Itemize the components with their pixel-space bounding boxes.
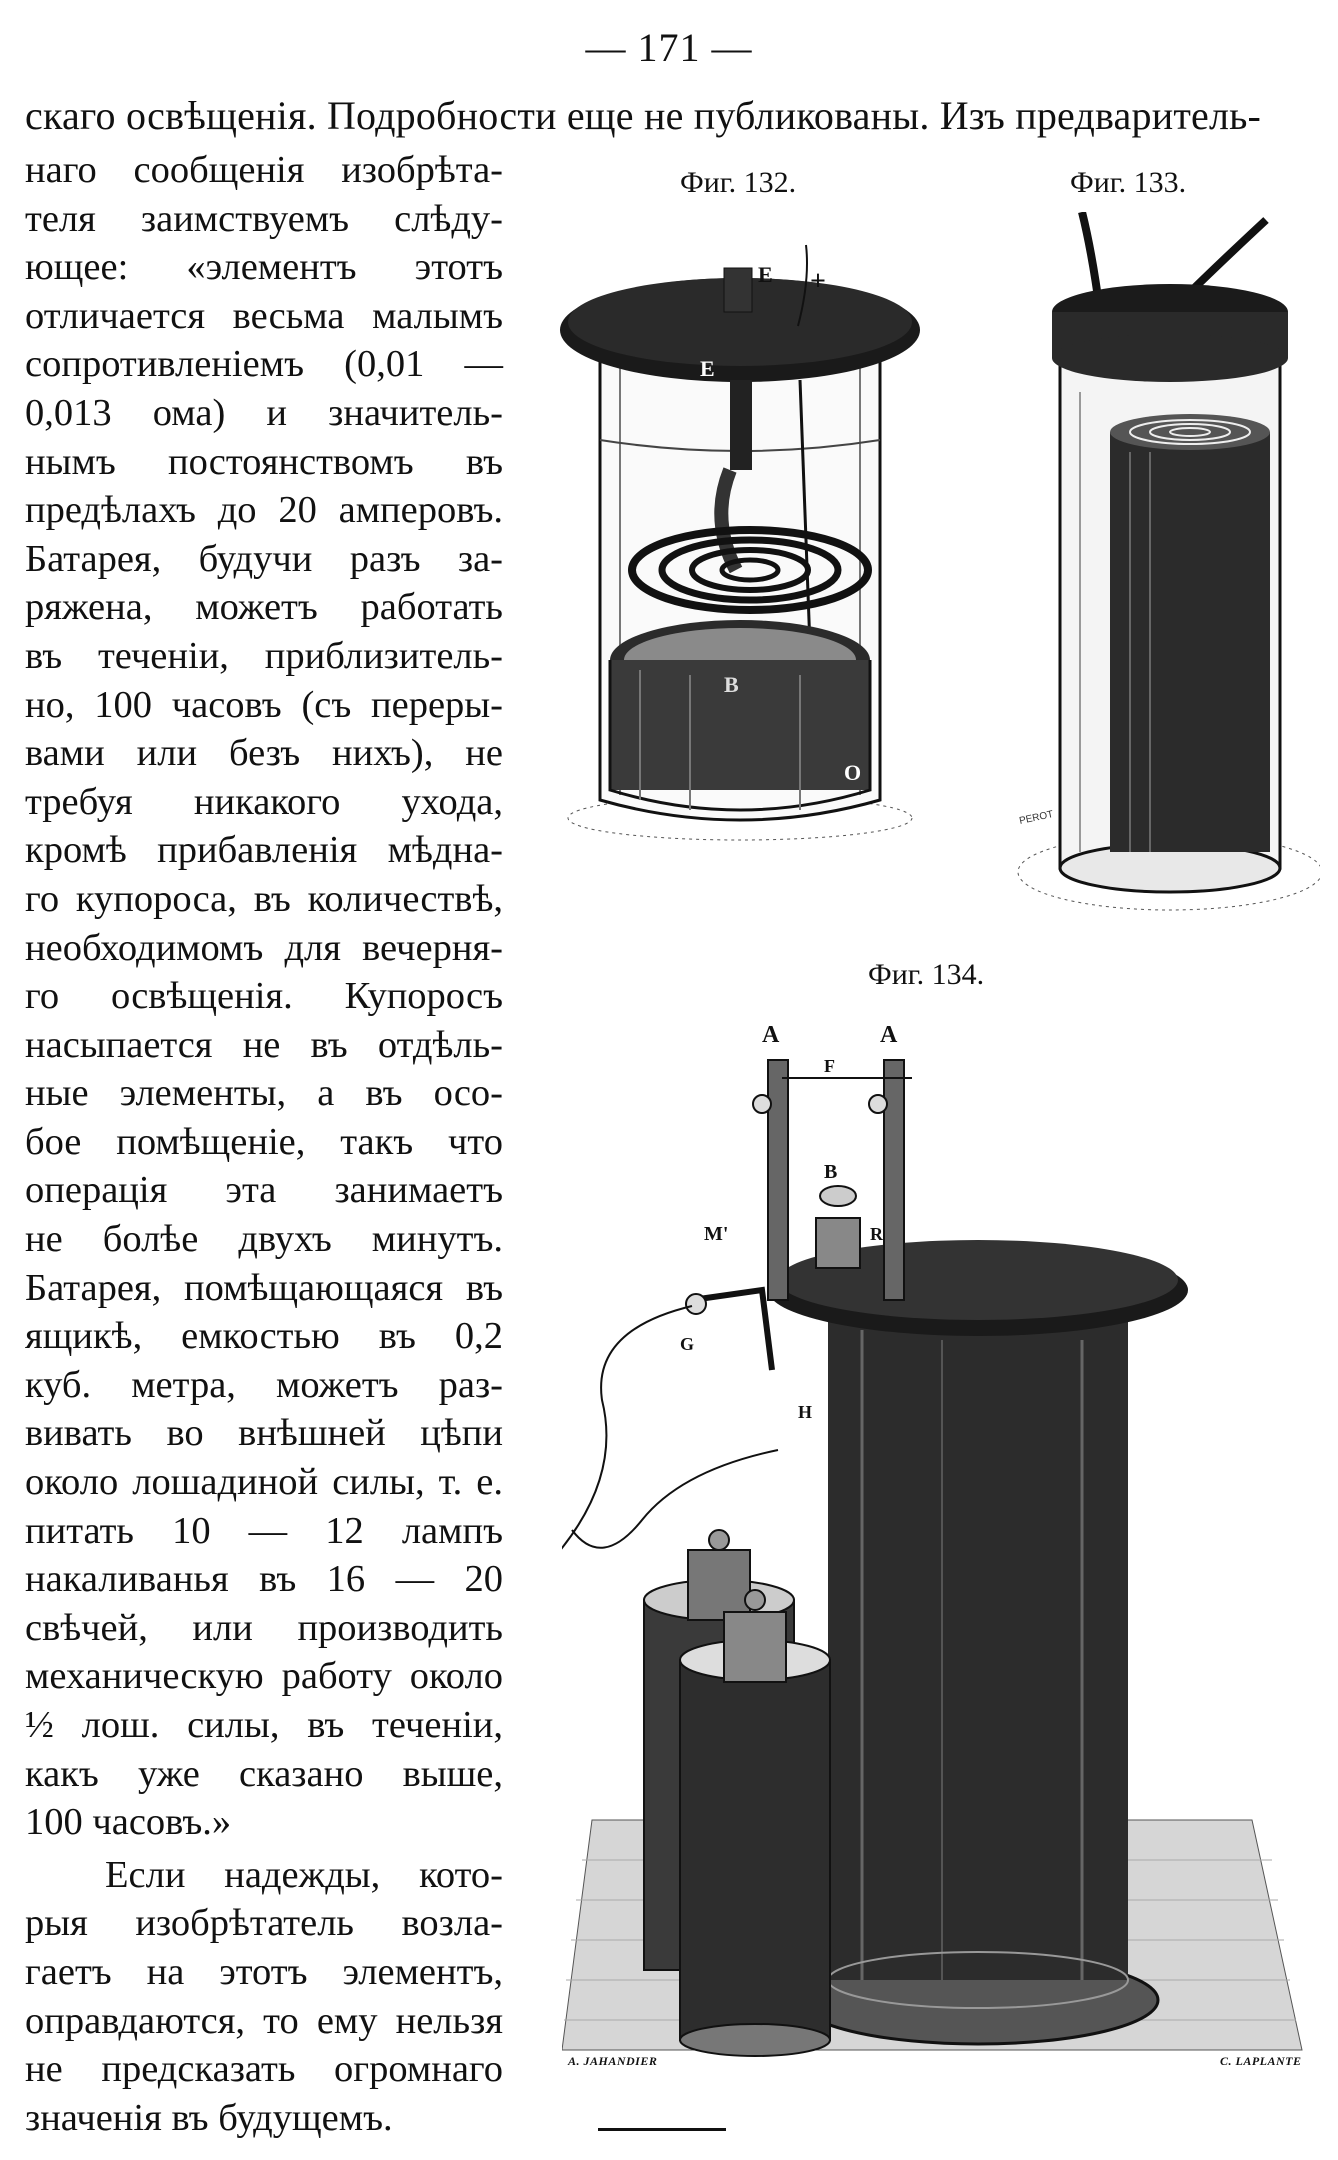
fig134-label-a-left: A [762, 1022, 780, 1048]
body-line: ющее: «элементъ этотъ [25, 246, 503, 289]
body-line: около лошадиной силы, т. е. [25, 1461, 503, 1504]
body-line: кромѣ прибавленія мѣдна- [25, 829, 503, 872]
body-line: вивать во внѣшней цѣпи [25, 1412, 503, 1455]
fig134-label-h: H [798, 1402, 812, 1422]
body-text-column: наго сообщенія изобрѣта-теля заимствуемъ… [25, 146, 503, 2142]
fig132-label-o: O [844, 760, 861, 785]
fig134-label-f: F [824, 1056, 835, 1076]
body-line: но, 100 часовъ (съ переры- [25, 683, 503, 726]
fig134-label-g: G [680, 1334, 694, 1354]
fig132-label-plus: + [810, 266, 826, 297]
body-line: ряжена, можетъ работать [25, 586, 503, 629]
body-line: бое помѣщеніе, такъ что [25, 1120, 503, 1163]
body-line: ные элементы, а въ осо- [25, 1072, 503, 1115]
paragraph2-line: Если надежды, кото- [105, 1853, 503, 1896]
body-line: въ теченіи, приблизитель- [25, 634, 503, 677]
fig134-label-m: M' [704, 1223, 728, 1245]
fig133-illustration: PEROT [1017, 212, 1320, 911]
paragraph2-line: не предсказать огромнаго [25, 2048, 503, 2091]
bottom-divider [598, 2128, 726, 2131]
body-line: го освѣщенія. Купоросъ [25, 975, 503, 1018]
body-line: Батарея, будучи разъ за- [25, 537, 503, 580]
body-line: куб. метра, можетъ раз- [25, 1363, 503, 1406]
fig134-illustration: A A F B R M' G H [562, 1022, 1303, 2057]
body-line: операція эта занимаетъ [25, 1169, 503, 1212]
paragraph2-line: оправдаются, то ему нельзя [25, 1999, 503, 2042]
body-line: накаливанья въ 16 — 20 [25, 1558, 503, 1601]
body-line: сопротивленіемъ (0,01 — [25, 343, 503, 386]
paragraph2-line: гаетъ на этотъ элементъ, [25, 1950, 503, 1993]
fig132-illustration: E E + B O [560, 244, 920, 841]
fig132-label-e-top: E [758, 262, 773, 287]
body-line: вами или безъ нихъ), не [25, 732, 503, 775]
body-line: Батарея, помѣщающаяся въ [25, 1266, 503, 1309]
body-line: отличается весьма малымъ [25, 294, 503, 337]
body-line: ½ лош. силы, въ теченіи, [25, 1704, 503, 1746]
body-line: питать 10 — 12 лампъ [25, 1509, 503, 1552]
fig134-caption: Фиг. 134. [868, 958, 985, 991]
fig134-signature-artist: C. LAPLANTE [1220, 2054, 1302, 2068]
fig134-label-a-right: A [880, 1022, 898, 1048]
body-line: требуя никакого ухода, [25, 780, 503, 823]
page-number: — 171 — [585, 25, 753, 70]
body-line: предѣлахъ до 20 амперовъ. [25, 489, 503, 532]
body-line: насыпается не въ отдѣль- [25, 1023, 503, 1066]
paragraph2-line: рыя изобрѣтатель возла- [25, 1902, 503, 1945]
body-line: 100 часовъ.» [25, 1801, 232, 1844]
body-line: не болѣе двухъ минутъ. [25, 1218, 503, 1261]
body-line: ящикѣ, емкостью въ 0,2 [25, 1315, 503, 1358]
fig134-signature-engraver: A. JAHANDIER [568, 2054, 658, 2068]
fig133-caption: Фиг. 133. [1070, 166, 1187, 199]
fig132-label-b: B [724, 672, 739, 697]
body-line: какъ уже сказано выше, [25, 1752, 503, 1795]
fig134-label-b: B [824, 1161, 837, 1183]
fig134-label-r: R [870, 1224, 884, 1244]
body-line: го купороса, въ количествѣ, [25, 877, 503, 920]
fig132-label-e-mid: E [700, 356, 715, 381]
body-line: наго сообщенія изобрѣта- [25, 149, 503, 191]
body-line: механическую работу около [25, 1655, 503, 1698]
body-line: 0,013 ома) и значитель- [25, 391, 503, 434]
body-line: теля заимствуемъ слѣду- [25, 197, 503, 240]
lead-line: скаго освѣщенія. Подробности еще не публ… [25, 93, 1262, 138]
body-line: необходимомъ для вечерня- [25, 926, 503, 969]
body-line: нымъ постоянствомъ въ [25, 440, 503, 483]
fig133-maker-mark: PEROT [1018, 809, 1054, 827]
paragraph2-line: значенія въ будущемъ. [25, 2096, 393, 2139]
body-line: свѣчей, или производить [25, 1606, 503, 1649]
fig132-caption: Фиг. 132. [680, 166, 797, 199]
